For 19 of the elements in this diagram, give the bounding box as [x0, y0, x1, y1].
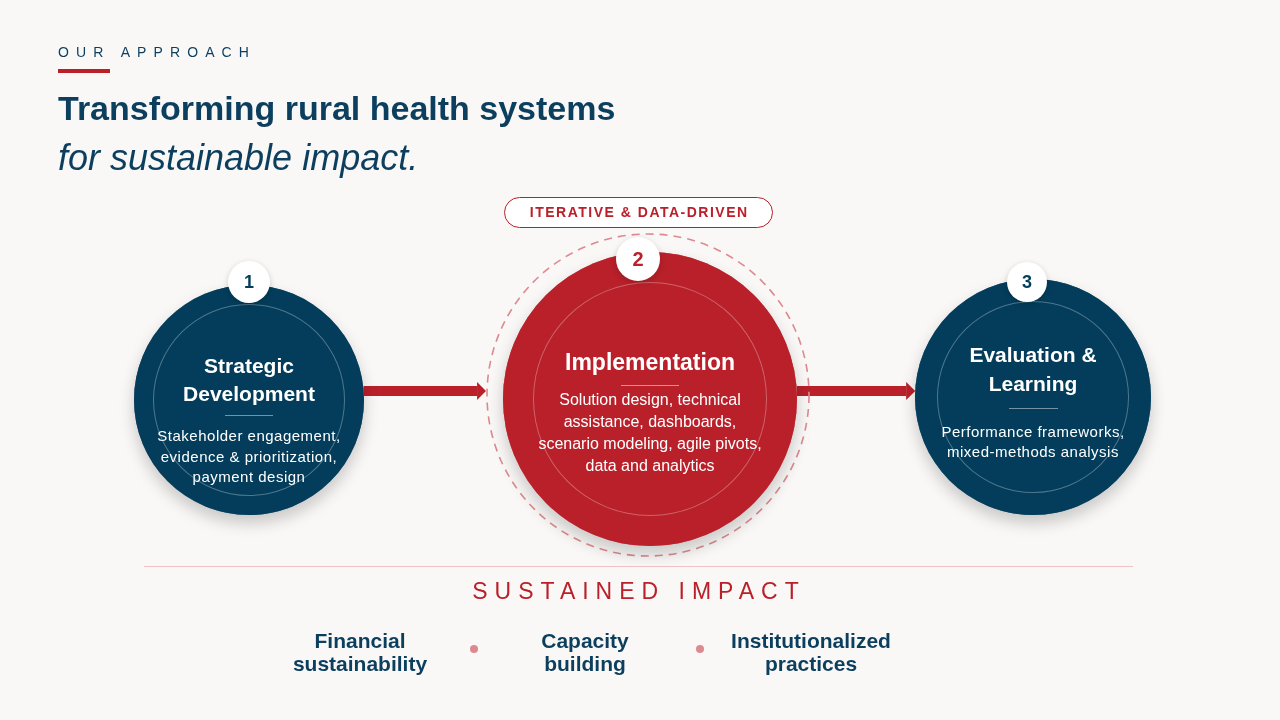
stage-title: Evaluation & Learning	[968, 342, 1098, 397]
stage-description: Solution design, technical assistance, dashboards, scenario modeling, agile pivots, data and analytics	[537, 390, 763, 476]
stage-title: Strategic Development	[182, 353, 316, 407]
section-label: OUR APPROACH	[58, 44, 256, 60]
impact-item: Capacity building	[540, 628, 630, 675]
tag-pill: ITERATIVE & DATA-DRIVEN	[504, 197, 773, 228]
step-number: 1	[228, 261, 270, 303]
stage-title: Implementation	[564, 348, 736, 377]
stage-description: Performance frameworks, mixed-methods analysis	[940, 422, 1126, 462]
title: Transforming rural health systems for sustainable impact.	[58, 88, 616, 180]
impact-item: Financial sustainability	[291, 628, 429, 675]
step-number: 3	[1007, 262, 1047, 302]
step-number: 2	[616, 237, 660, 281]
stage-description: Stakeholder engagement, evidence & prioritization, payment design	[156, 426, 342, 487]
arrow	[796, 382, 916, 400]
impact-item: Institutionalized practices	[730, 628, 892, 675]
arrow	[363, 382, 487, 400]
dashed-ring	[486, 233, 810, 557]
section-heading: SUSTAINED IMPACT	[471, 577, 807, 605]
